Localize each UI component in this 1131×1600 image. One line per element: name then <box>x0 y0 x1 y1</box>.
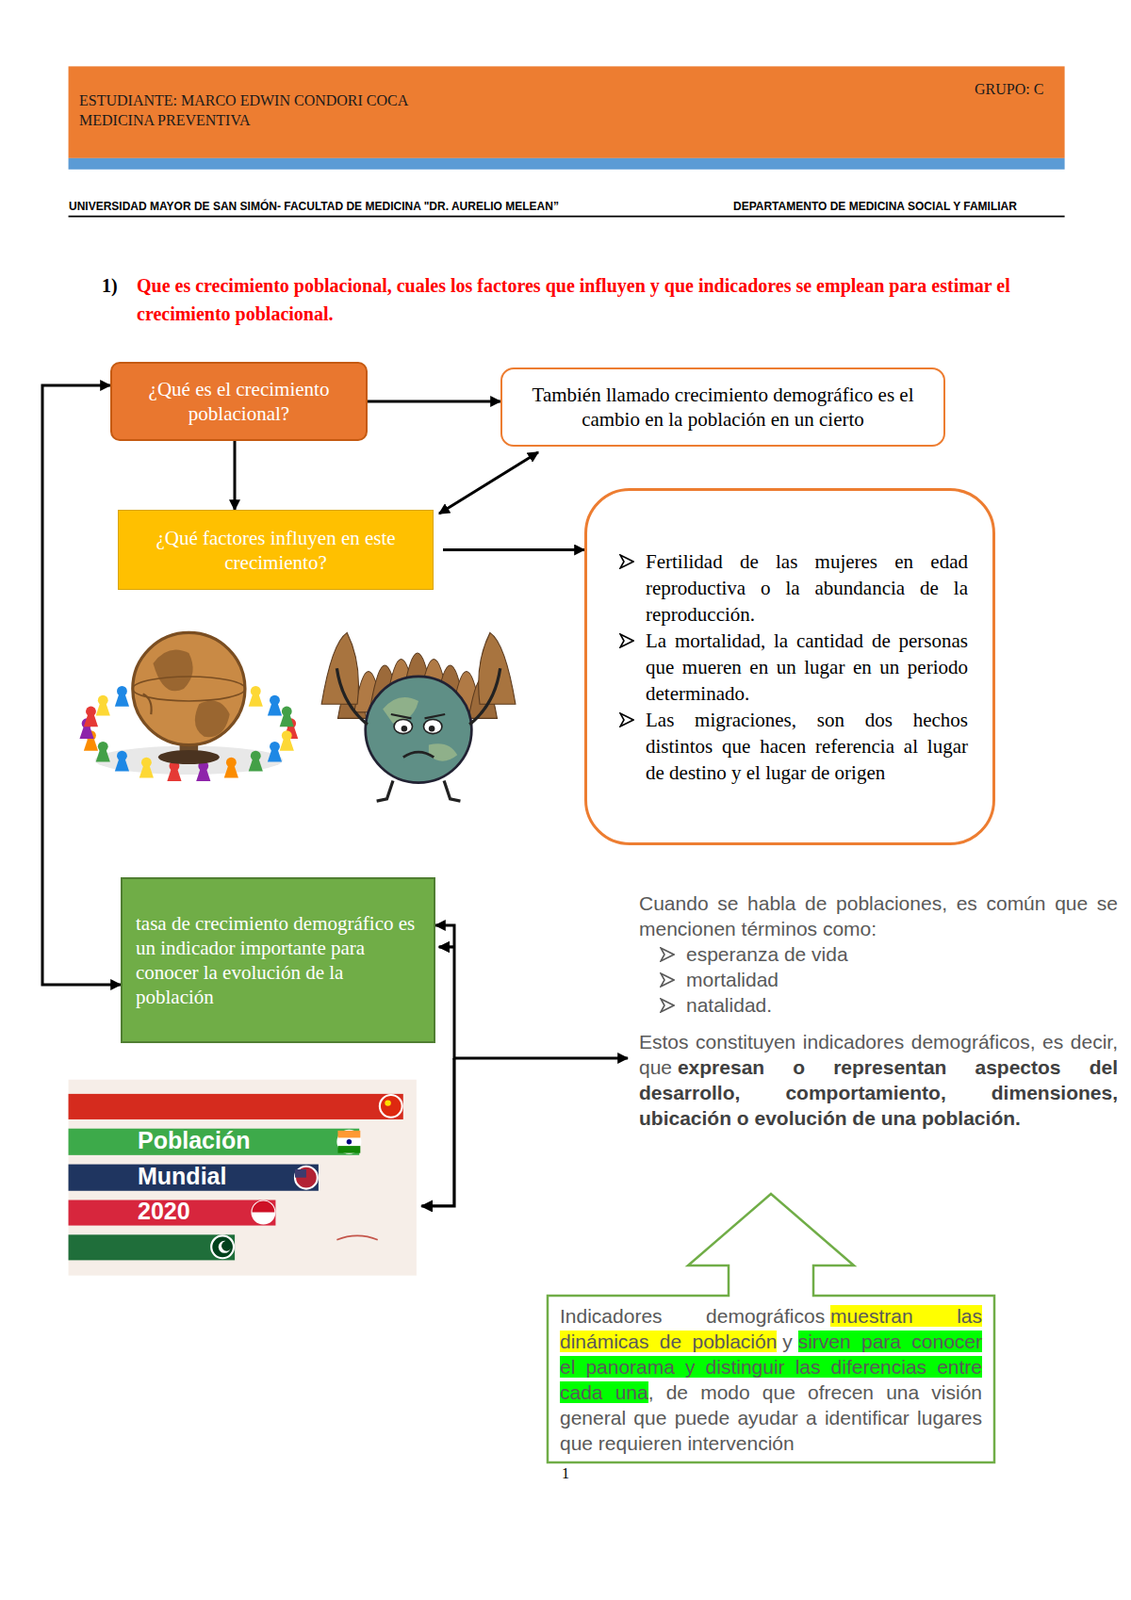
university-name: UNIVERSIDAD MAYOR DE SAN SIMÓN- FACULTAD… <box>68 199 559 214</box>
header-stripe <box>68 158 1066 170</box>
paragraph-bold: expresan o representan aspectos del desa… <box>639 1056 1118 1130</box>
paragraph: Cuando se habla de poblaciones, es común… <box>639 890 1118 942</box>
chart-word: Mundial <box>137 1163 227 1191</box>
bullet-item: natalidad. <box>639 992 1118 1018</box>
page-title: Que es crecimiento poblacional, cuales l… <box>136 271 1047 328</box>
box-text: También llamado crecimiento demográfico … <box>517 382 929 432</box>
bullet-arrow <box>659 947 675 963</box>
chart-word: Población <box>137 1127 250 1155</box>
callout-text: y <box>782 1330 793 1353</box>
arrow-connector <box>42 385 121 985</box>
header-rule <box>68 215 1066 218</box>
bullet-text: La mortalidad, la cantidad de personas q… <box>645 627 968 707</box>
bullet-text: Las migraciones, son dos hechos distinto… <box>645 706 968 787</box>
callout-text: Indicadores demográficosmuestran las din… <box>559 1303 983 1457</box>
globe-illustration <box>79 632 298 782</box>
question-box: ¿Qué es el crecimiento poblacional? <box>110 361 368 442</box>
bullet-arrow <box>619 712 635 728</box>
student-name: ESTUDIANTE: MARCO EDWIN CONDORI COCA <box>79 92 409 110</box>
bullet-arrow <box>619 554 635 570</box>
factors-box: Fertilidad de las mujeres en edad reprod… <box>584 488 996 846</box>
bullet-arrow <box>659 972 675 988</box>
box-text: tasa de crecimiento demográfico es un in… <box>135 911 421 1010</box>
bullet-text: Fertilidad de las mujeres en edad reprod… <box>645 548 968 628</box>
arrow-connector <box>439 452 539 514</box>
department-name: DEPARTAMENTO DE MEDICINA SOCIAL Y FAMILI… <box>733 199 1017 214</box>
earth-cartoon <box>321 632 516 802</box>
arrow-connector <box>442 548 585 552</box>
bullet-arrow <box>619 633 635 649</box>
group-name: GRUPO: C <box>974 81 1044 99</box>
box-text: ¿Qué factores influyen en este crecimien… <box>131 525 420 575</box>
bullet-text: esperanza de vida <box>686 941 1118 968</box>
bullet-item: mortalidad <box>639 967 1118 993</box>
bullet-item: Fertilidad de las mujeres en edad reprod… <box>619 548 968 628</box>
page-number: 1 <box>561 1465 570 1483</box>
text-block: Cuando se habla de poblaciones, es común… <box>627 890 1118 1131</box>
question-box: ¿Qué factores influyen en este crecimien… <box>117 509 434 591</box>
course-name: MEDICINA PREVENTIVA <box>79 112 250 130</box>
chart-year: 2020 <box>137 1197 191 1226</box>
bullet-item: Las migraciones, son dos hechos distinto… <box>619 706 968 787</box>
question-number: 1) <box>101 271 118 300</box>
bullet-text: mortalidad <box>686 967 1118 993</box>
callout-text: Indicadores demográficos <box>559 1305 825 1328</box>
indicator-box: tasa de crecimiento demográfico es un in… <box>120 877 436 1044</box>
arrow-connector <box>367 400 501 404</box>
population-chart <box>68 1080 417 1277</box>
bullet-item: La mortalidad, la cantidad de personas q… <box>619 627 968 707</box>
arrow-callout: Indicadores demográficosmuestran las din… <box>546 1192 996 1464</box>
arrow-connector <box>435 925 628 1059</box>
definition-box: También llamado crecimiento demográfico … <box>500 367 946 447</box>
bullet-item: esperanza de vida <box>639 941 1118 968</box>
paragraph: Estos constituyen indicadores demográfic… <box>639 1029 1118 1131</box>
bullet-arrow <box>659 998 675 1014</box>
header-band <box>68 65 1066 158</box>
arrow-connector <box>233 441 237 510</box>
bullet-text: natalidad. <box>686 992 1118 1018</box>
box-text: ¿Qué es el crecimiento poblacional? <box>123 377 355 427</box>
